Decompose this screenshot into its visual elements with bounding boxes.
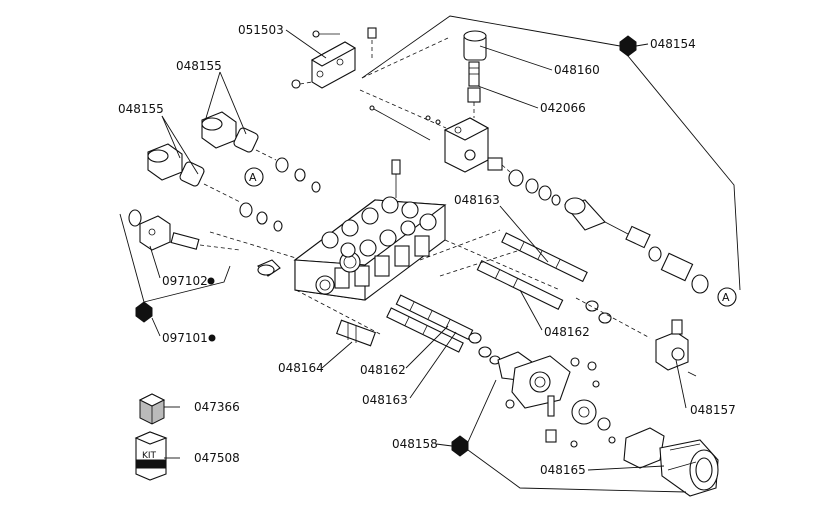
- part-048157-valve: [655, 319, 697, 377]
- label-048155-upper: 048155: [176, 59, 222, 73]
- actuator-lower: [147, 143, 283, 232]
- hex-marker-048154: [619, 35, 637, 57]
- callout-a-text: A: [249, 171, 257, 184]
- label-048158: 048158: [392, 437, 438, 451]
- part-097102-coil: [128, 209, 281, 277]
- label-048154: 048154: [650, 37, 696, 51]
- label-048160: 048160: [554, 63, 600, 77]
- label-048165: 048165: [540, 463, 586, 477]
- spool-set: [386, 232, 612, 365]
- label-048155-lower: 048155: [118, 102, 164, 116]
- dot-marker-097102: [207, 277, 215, 285]
- callout-a-lower: A: [717, 287, 737, 307]
- kit-box-text: KIT: [142, 451, 157, 461]
- part-048164-cartridge: [335, 319, 377, 347]
- leader-lines: [119, 15, 741, 493]
- callout-a-upper: A: [244, 167, 264, 187]
- part-051503-bracket: [291, 27, 377, 89]
- label-097101: 097101: [162, 331, 208, 345]
- hex-marker-048158: [451, 435, 469, 457]
- part-048158-kit: [497, 351, 616, 448]
- callout-a-text: A: [722, 291, 730, 304]
- label-048163-upper: 048163: [454, 193, 500, 207]
- label-048162-right: 048162: [544, 325, 590, 339]
- label-048157: 048157: [690, 403, 736, 417]
- label-048163-lower: 048163: [362, 393, 408, 407]
- solenoid-assembly: [369, 30, 490, 173]
- label-097102: 097102: [162, 274, 208, 288]
- assembly-dash-lines: [209, 37, 651, 339]
- part-047508-kit-box: KIT: [134, 431, 168, 481]
- valve-body: [293, 159, 447, 301]
- actuator-upper: [201, 111, 321, 193]
- label-051503: 051503: [238, 23, 284, 37]
- label-047366: 047366: [194, 400, 240, 414]
- part-047366-cube: [138, 393, 166, 425]
- part-048165-boot: [623, 427, 719, 497]
- dot-marker-097101: [208, 334, 216, 342]
- label-048162-lower: 048162: [360, 363, 406, 377]
- label-047508: 047508: [194, 451, 240, 465]
- label-042066: 042066: [540, 101, 586, 115]
- label-048164: 048164: [278, 361, 324, 375]
- hex-marker-097101: [135, 301, 153, 323]
